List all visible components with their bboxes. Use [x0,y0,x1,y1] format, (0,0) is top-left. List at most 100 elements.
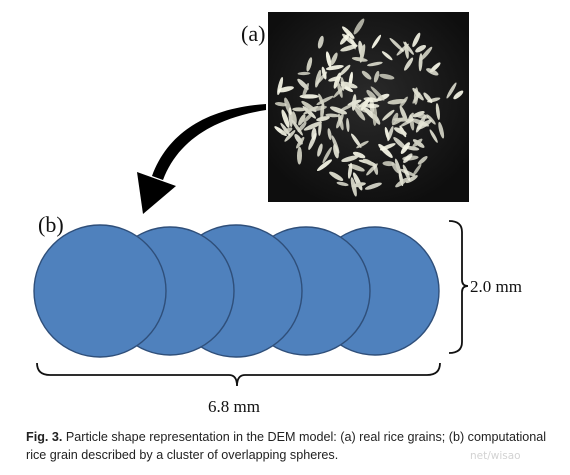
rice-grain [414,113,429,119]
rice-grain [353,18,365,35]
rice-grain [429,129,438,143]
rice-grain [362,158,375,167]
rice-grain [333,72,341,89]
rice-grain [317,143,323,157]
rice-grain [391,112,399,125]
rice-grain [346,118,350,132]
rice-grain [404,57,414,71]
rice-grain [325,113,340,118]
rice-grain [403,153,413,164]
rice-grain [339,33,350,45]
rice-grain [373,163,379,175]
rice-grain [277,86,294,93]
rice-grain [296,136,305,149]
rice-grain [284,130,296,142]
rice-grain [336,181,349,187]
width-bracket [36,362,441,387]
rice-grain [417,156,428,165]
rice-grain [410,118,430,127]
rice-grain [316,116,330,122]
rice-grain [298,114,306,126]
rice-grain [407,112,414,124]
rice-grain [281,109,290,128]
rice-grain [426,114,436,125]
rice-grain [400,142,411,155]
rice-grain [399,96,408,108]
rice-grain [311,127,317,140]
rice-grain [415,44,427,53]
rice-grain [370,86,385,101]
rice-grain [382,161,395,167]
rice-grain-cluster [274,18,464,197]
rice-grain [438,121,445,139]
rice-grain [405,146,420,151]
rice-grain [352,151,366,159]
rice-grain [302,83,309,97]
caption-text: Particle shape representation in the DEM… [26,430,547,462]
rice-grain [378,143,393,158]
rice-grain [371,34,382,49]
rice-grain [367,61,383,67]
curved-arrow [137,104,266,214]
rice-grain [453,90,464,100]
rice-grain [322,147,332,164]
rice-grain [395,177,409,188]
rice-grain [336,113,344,129]
rice-grain [347,162,353,179]
rice-grain [412,163,422,177]
rice-grain [292,107,307,112]
label-b: (b) [38,212,64,237]
rice-grain [288,107,293,128]
rice-grain [381,51,393,61]
label-a: (a) [241,21,265,46]
sphere-1 [33,224,167,358]
rice-grain [393,127,407,136]
rice-grain [297,71,311,76]
rice-grain [316,159,333,172]
rice-grain [318,93,325,107]
rice-grain [296,146,303,165]
rice-grain [393,137,407,150]
rice-grain [351,94,357,111]
rice-grain [412,32,421,48]
rice-grain [423,92,433,104]
rice-grain [329,171,344,181]
rice-grain [342,26,355,39]
rice-grain [404,41,409,59]
rice-grain [339,64,351,76]
rice-grain [329,106,348,115]
rice-grain [325,64,344,71]
rice-grain [419,46,433,61]
rice-grain [325,51,332,68]
figure-caption: Fig. 3. Particle shape representation in… [26,428,564,464]
rice-grain [402,164,411,181]
rice-grain [317,35,324,49]
height-dimension-label: 2.0 mm [470,277,522,296]
rice-grain [341,155,359,163]
caption-label: Fig. 3. [26,430,63,444]
rice-grain [330,52,338,66]
height-bracket [448,220,469,354]
rice-grain [372,106,378,126]
rice-grain [382,109,395,121]
rice-grain [333,144,339,159]
rice-grain [412,138,423,148]
rice-grains-photo [268,12,469,202]
rice-grain [303,121,322,131]
rice-grain [359,44,366,63]
rice-grain [306,57,313,72]
rice-grain [405,175,418,184]
rice-grain [274,102,287,107]
rice-grain [321,66,327,80]
rice-grain [350,133,362,148]
rice-grain [327,128,332,141]
width-dimension-label: 6.8 mm [208,397,260,416]
rice-grain [391,162,400,174]
rice-grain [389,37,404,52]
rice-grain [412,87,424,101]
rice-grain [339,103,355,112]
rice-grain [418,53,423,72]
rice-grain [364,103,380,109]
watermark: net/wisao [470,450,521,462]
